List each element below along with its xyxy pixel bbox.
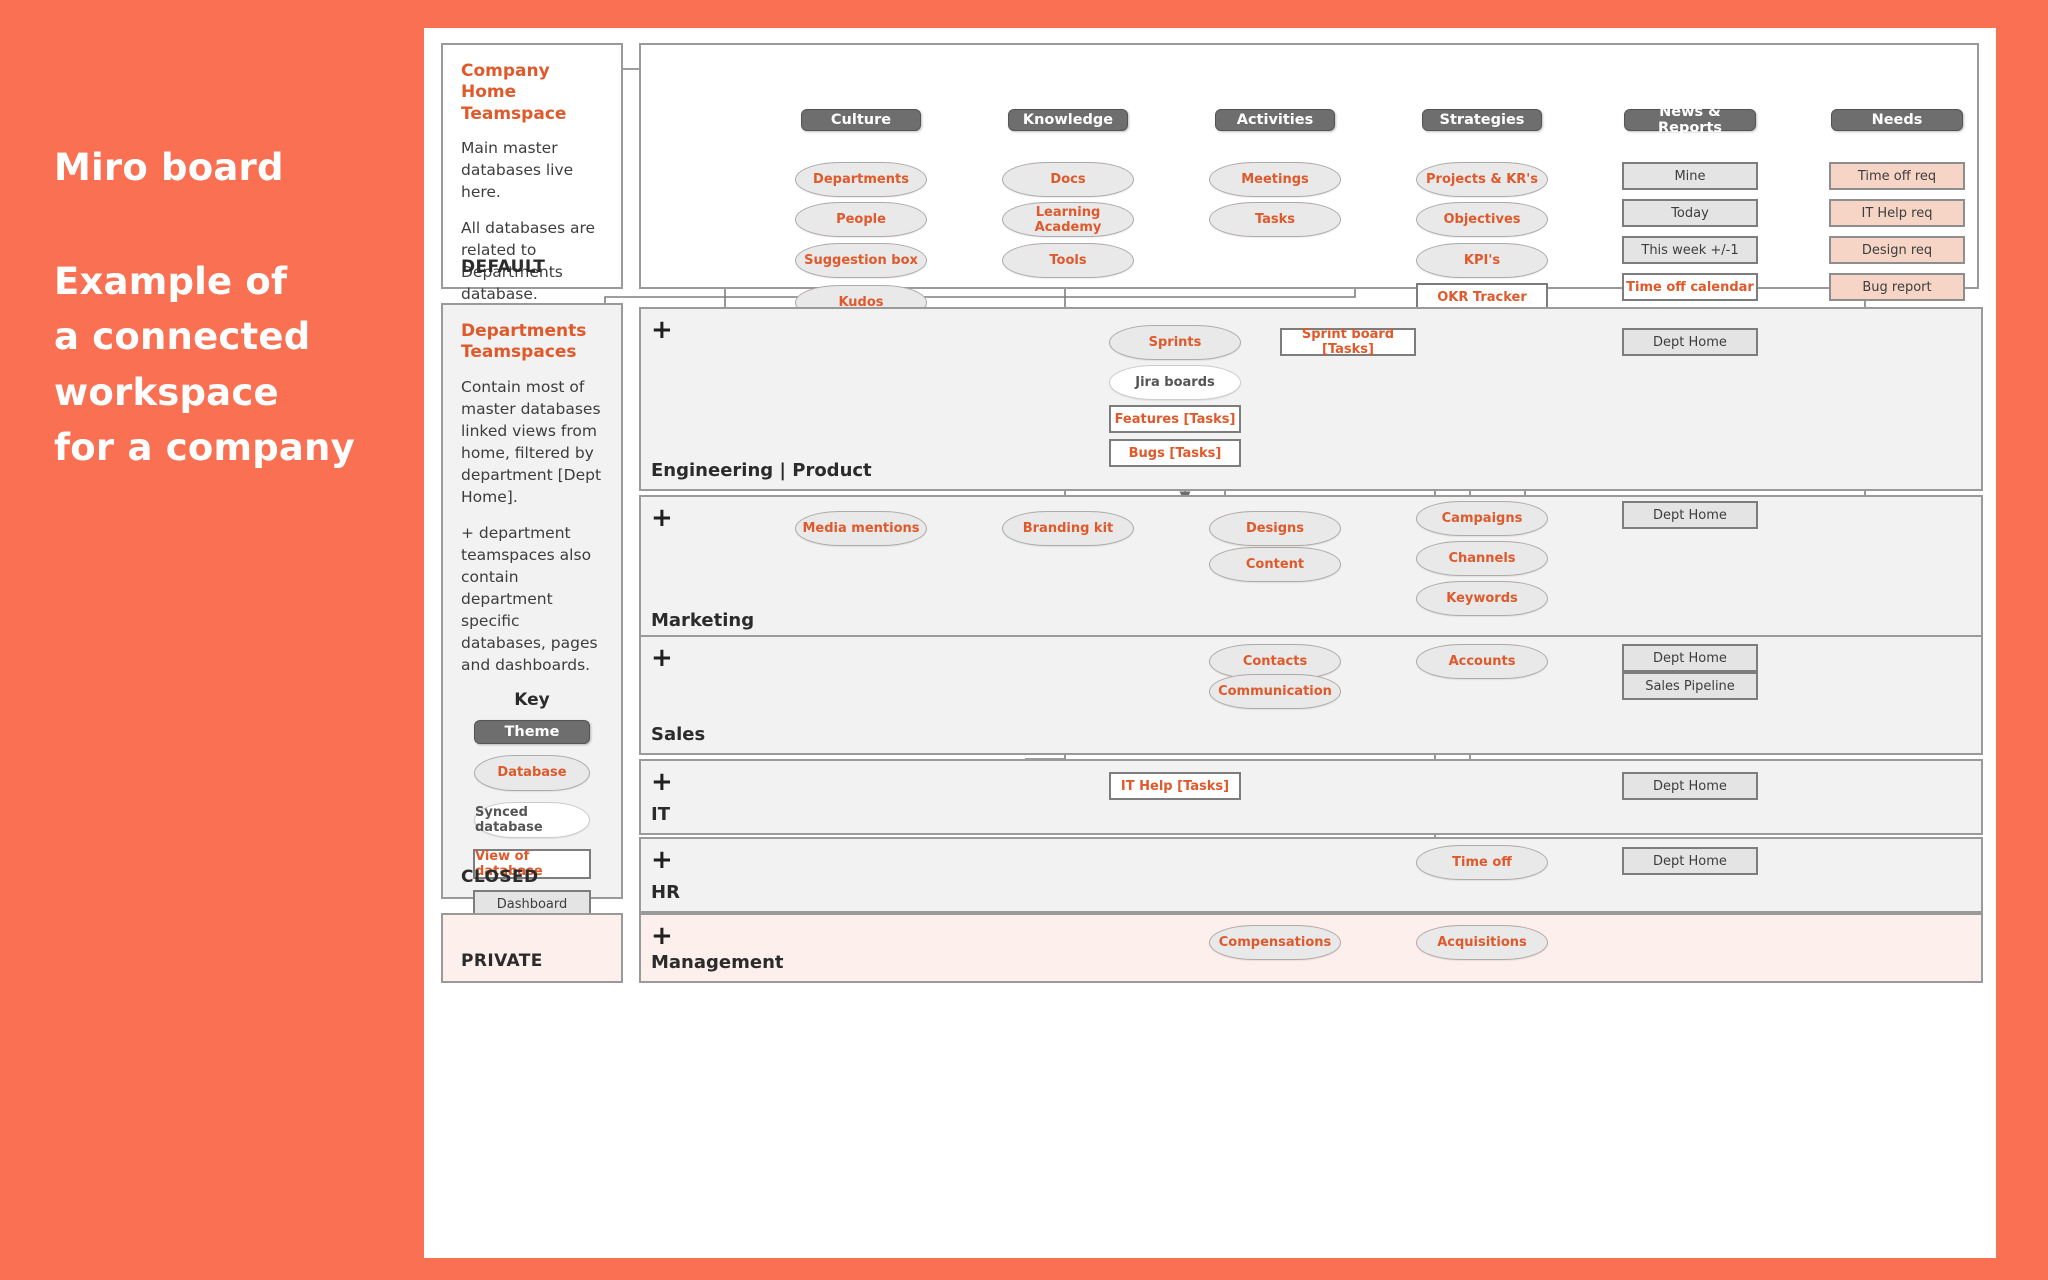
note-departments-tag: CLOSED (461, 867, 539, 887)
db-suggestion-box[interactable]: Suggestion box (795, 243, 927, 278)
frame-hr[interactable]: + HR (639, 837, 1983, 913)
note-private[interactable]: PRIVATE (441, 913, 623, 983)
dashboard-today[interactable]: Today (1622, 199, 1758, 227)
key-title: Key (514, 689, 550, 710)
button-it-help-req[interactable]: IT Help req (1829, 199, 1965, 227)
db-acquisitions[interactable]: Acquisitions (1416, 925, 1548, 960)
view-it-help-tasks[interactable]: IT Help [Tasks] (1109, 772, 1241, 800)
frame-hr-label: HR (651, 882, 680, 903)
db-docs[interactable]: Docs (1002, 162, 1134, 197)
db-projects-krs[interactable]: Projects & KR's (1416, 162, 1548, 197)
view-bugs-tasks[interactable]: Bugs [Tasks] (1109, 439, 1241, 467)
note-company-home-title: Company Home Teamspace (461, 61, 567, 124)
db-meetings[interactable]: Meetings (1209, 162, 1341, 197)
dashboard-dept-home-it[interactable]: Dept Home (1622, 772, 1758, 800)
theme-culture[interactable]: Culture (801, 109, 921, 131)
db-sprints[interactable]: Sprints (1109, 325, 1241, 360)
view-sprint-board-tasks[interactable]: Sprint board [Tasks] (1280, 327, 1416, 357)
db-media-mentions-marketing[interactable]: Media mentions (795, 511, 927, 546)
button-bug-report[interactable]: Bug report (1829, 273, 1965, 301)
dashboard-dept-home-engineering[interactable]: Dept Home (1622, 328, 1758, 356)
theme-strategies[interactable]: Strategies (1422, 109, 1542, 131)
dashboard-this-week[interactable]: This week +/-1 (1622, 236, 1758, 264)
frame-marketing-plus[interactable]: + (651, 503, 673, 533)
note-departments[interactable]: Departments Teamspaces Contain most of m… (441, 303, 623, 961)
frame-it-plus[interactable]: + (651, 767, 673, 797)
intro-line-1: Example of (54, 259, 288, 303)
db-tools[interactable]: Tools (1002, 243, 1134, 278)
key-row-view: View of database (461, 848, 603, 879)
intro-line-2: a connected (54, 315, 311, 358)
frame-sales-plus[interactable]: + (651, 643, 673, 673)
db-objectives[interactable]: Objectives (1416, 202, 1548, 237)
intro-block: Miro board Example of a connected worksp… (54, 140, 434, 476)
frame-management-label: Management (651, 952, 784, 973)
view-okr-tracker[interactable]: OKR Tracker (1416, 283, 1548, 311)
db-designs[interactable]: Designs (1209, 511, 1341, 546)
intro-line-4: for a company (54, 426, 355, 469)
frame-sales-label: Sales (651, 724, 706, 745)
button-time-off-req[interactable]: Time off req (1829, 162, 1965, 190)
theme-news-reports[interactable]: News & Reports (1624, 104, 1756, 136)
theme-needs[interactable]: Needs (1831, 109, 1963, 131)
theme-activities[interactable]: Activities (1215, 109, 1335, 131)
db-departments[interactable]: Departments (795, 162, 927, 197)
note-company-home-p2: All databases are related to Departments… (461, 218, 596, 303)
note-private-tag: PRIVATE (461, 951, 543, 971)
dashboard-mine[interactable]: Mine (1622, 162, 1758, 190)
db-content[interactable]: Content (1209, 547, 1341, 582)
dashboard-dept-home-sales[interactable]: Dept Home (1622, 644, 1758, 672)
db-kpis[interactable]: KPI's (1416, 243, 1548, 278)
dashboard-sales-pipeline[interactable]: Sales Pipeline (1622, 672, 1758, 700)
frame-engineering-label: Engineering | Product (651, 460, 872, 481)
intro-line-3: workspace (54, 370, 279, 414)
intro-title: Miro board (54, 146, 284, 189)
note-company-home-p1: Main master databases live here. (461, 138, 574, 201)
note-departments-p1: Contain most of master databases linked … (461, 377, 602, 506)
key-sample-synced-database: Synced database (474, 801, 590, 838)
frame-it[interactable]: + IT (639, 759, 1983, 835)
key-row-database: Database (461, 754, 603, 791)
frame-management-plus[interactable]: + (651, 921, 673, 951)
theme-knowledge[interactable]: Knowledge (1008, 109, 1128, 131)
db-learning-academy[interactable]: Learning Academy (1002, 202, 1134, 237)
key-row-theme: Theme (461, 719, 603, 744)
db-campaigns[interactable]: Campaigns (1416, 501, 1548, 536)
db-accounts[interactable]: Accounts (1416, 644, 1548, 679)
db-keywords[interactable]: Keywords (1416, 581, 1548, 616)
frame-management[interactable]: + Management (639, 913, 1983, 983)
frame-engineering-plus[interactable]: + (651, 315, 673, 345)
key-sample-database: Database (474, 754, 590, 791)
db-communication[interactable]: Communication (1209, 674, 1341, 709)
db-branding-kit[interactable]: Branding kit (1002, 511, 1134, 546)
view-time-off-calendar[interactable]: Time off calendar (1622, 273, 1758, 301)
note-departments-p2: + department teamspaces also contain dep… (461, 523, 598, 674)
key-row-synced: Synced database (461, 801, 603, 838)
db-people[interactable]: People (795, 202, 927, 237)
button-design-req[interactable]: Design req (1829, 236, 1965, 264)
dashboard-dept-home-marketing[interactable]: Dept Home (1622, 501, 1758, 529)
db-compensations[interactable]: Compensations (1209, 925, 1341, 960)
miro-board-canvas[interactable]: Company Home Teamspace Main master datab… (424, 28, 1996, 1258)
db-time-off[interactable]: Time off (1416, 845, 1548, 880)
note-departments-title: Departments Teamspaces (461, 321, 587, 363)
view-features-tasks[interactable]: Features [Tasks] (1109, 405, 1241, 433)
db-channels[interactable]: Channels (1416, 541, 1548, 576)
key-sample-view: View of database (473, 848, 591, 879)
note-company-home[interactable]: Company Home Teamspace Main master datab… (441, 43, 623, 303)
frame-it-label: IT (651, 804, 670, 825)
dashboard-dept-home-hr[interactable]: Dept Home (1622, 847, 1758, 875)
frame-marketing-label: Marketing (651, 610, 755, 631)
key-sample-theme: Theme (474, 719, 590, 744)
db-tasks[interactable]: Tasks (1209, 202, 1341, 237)
frame-hr-plus[interactable]: + (651, 845, 673, 875)
db-jira-boards[interactable]: Jira boards (1109, 365, 1241, 400)
note-company-home-tag: DEFAULT (461, 257, 546, 277)
